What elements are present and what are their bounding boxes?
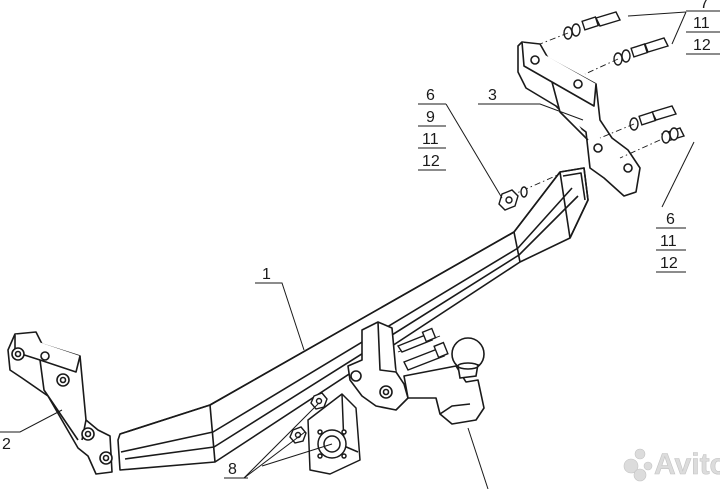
- svg-text:12: 12: [422, 153, 440, 170]
- svg-text:3: 3: [488, 87, 497, 104]
- receiver-bolts: [396, 327, 449, 371]
- avito-brand-text: Avito: [654, 448, 720, 481]
- left-mount-bracket: [7, 331, 113, 475]
- tow-ball-icon: [451, 337, 485, 379]
- label-stack-bottom-right: 6 11 12: [656, 211, 686, 273]
- socket-nuts: [289, 392, 328, 444]
- label-stack-top-right: 7 11 12: [686, 0, 720, 55]
- ball-mount-bracket: [347, 321, 409, 411]
- svg-text:11: 11: [660, 233, 677, 250]
- label-part1: 1: [262, 266, 271, 283]
- avito-watermark: Avito: [623, 448, 720, 482]
- socket-mount-plate: [307, 393, 361, 475]
- svg-text:7: 7: [700, 0, 709, 12]
- svg-text:6: 6: [426, 87, 435, 104]
- label-stack-mid: 6 9 11 12: [418, 87, 446, 171]
- leader-lines: [0, 11, 695, 489]
- top-right-fasteners: [563, 11, 685, 144]
- svg-text:12: 12: [693, 37, 711, 54]
- mid-nut: [498, 186, 528, 211]
- svg-text:12: 12: [660, 255, 678, 272]
- svg-text:11: 11: [422, 131, 439, 148]
- svg-text:6: 6: [666, 211, 675, 228]
- svg-text:11: 11: [693, 15, 710, 32]
- label-part2: 2: [2, 436, 11, 453]
- bracket-bolt-5-icon: [40, 351, 50, 361]
- svg-text:8: 8: [228, 461, 237, 478]
- label-part3: 3: [488, 87, 497, 104]
- svg-text:2: 2: [2, 436, 11, 453]
- label-part8: 8: [224, 461, 248, 479]
- avito-dots-icon: [623, 448, 653, 482]
- svg-text:1: 1: [262, 266, 271, 283]
- svg-text:9: 9: [426, 109, 435, 126]
